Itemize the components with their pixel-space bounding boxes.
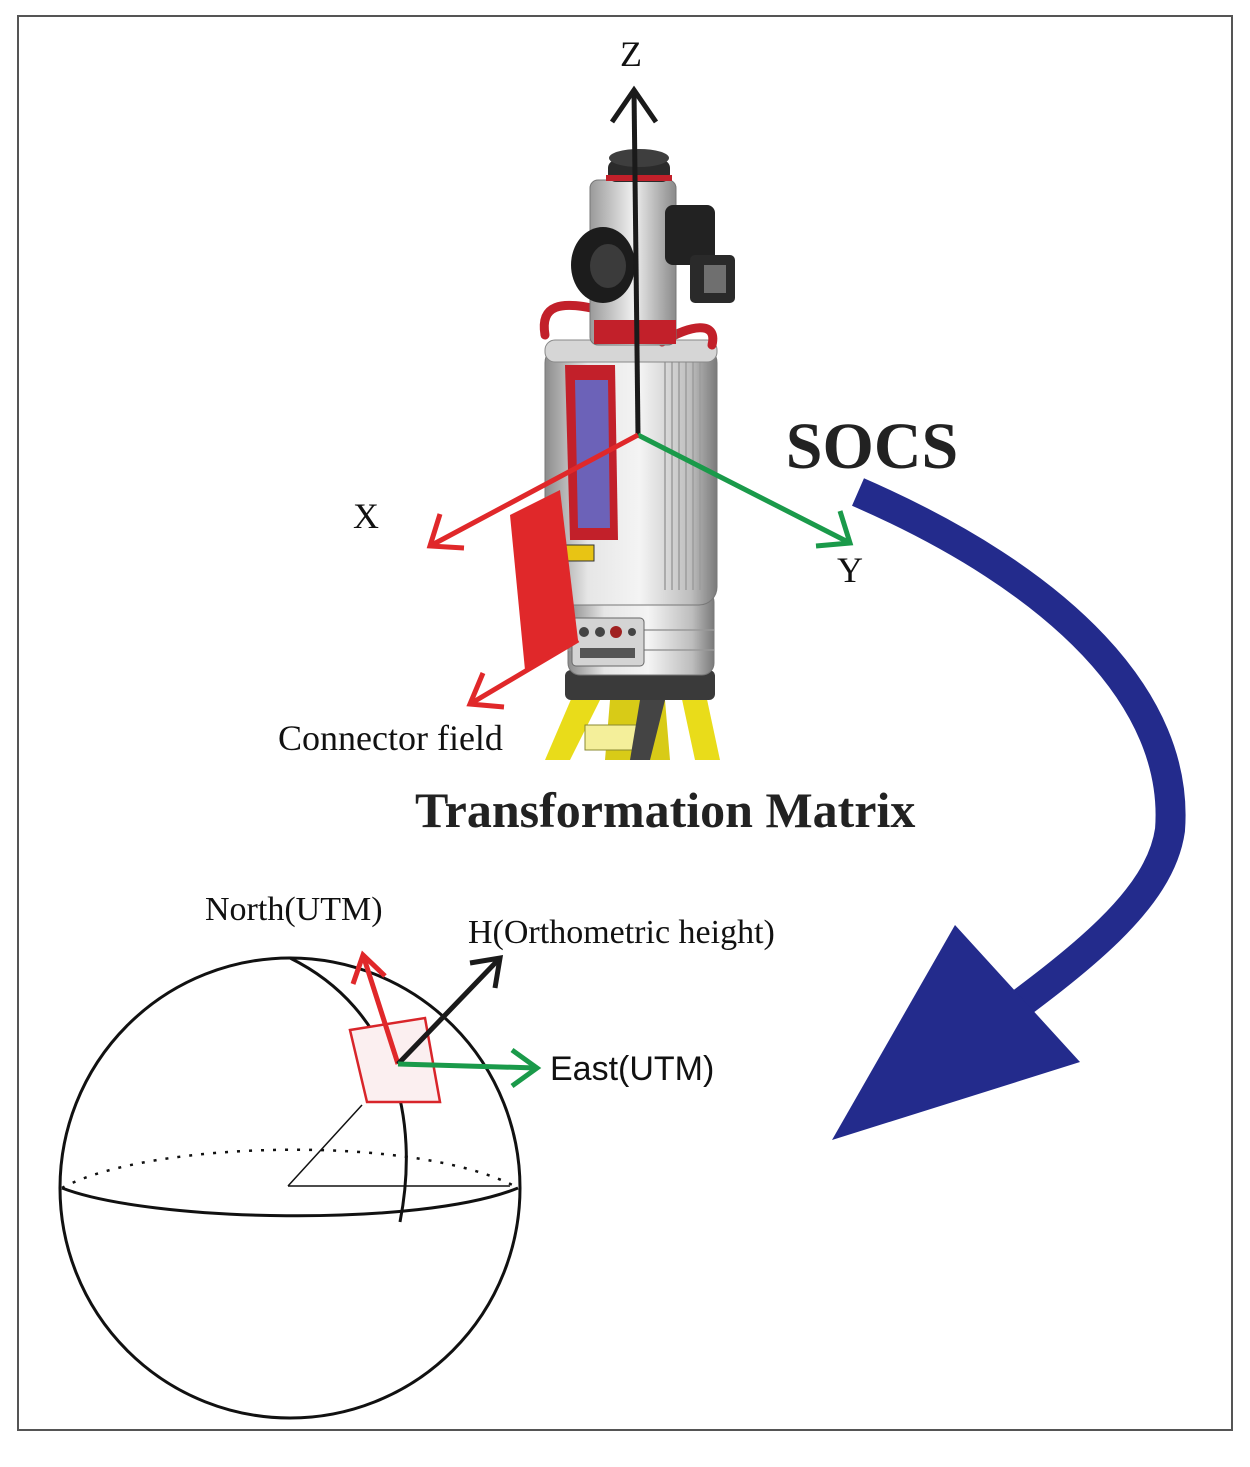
east-arrowhead	[510, 1047, 542, 1089]
equator-back	[61, 1148, 519, 1190]
north-label: North(UTM)	[205, 891, 383, 928]
transformation-matrix-label: Transformation Matrix	[415, 782, 915, 838]
z-axis-label: Z	[620, 34, 642, 74]
laser-scanner-image	[539, 149, 735, 760]
socs-label: SOCS	[786, 410, 958, 483]
equator-front	[61, 1186, 519, 1218]
height-arrowhead	[469, 954, 504, 989]
y-axis-label: Y	[837, 550, 863, 590]
connector-panel	[571, 617, 645, 667]
north-axis	[360, 954, 401, 1065]
enu-axes	[350, 950, 542, 1089]
connector-field-label: Connector field	[278, 718, 503, 758]
connector-arrowhead	[466, 672, 505, 710]
latitude-triangle	[287, 1104, 363, 1187]
x-arrowhead	[426, 513, 465, 551]
x-axis-label: X	[353, 496, 379, 536]
connector-field-plane	[510, 490, 578, 670]
transformation-arrowhead	[832, 925, 1080, 1140]
transformation-arrow	[832, 478, 1186, 1140]
socs-axes	[426, 85, 854, 710]
tripod	[545, 690, 720, 760]
y-axis	[636, 432, 852, 546]
height-label: H(Orthometric height)	[468, 914, 775, 951]
east-label: East(UTM)	[550, 1050, 714, 1088]
z-axis	[631, 89, 641, 436]
east-axis	[397, 1061, 538, 1071]
connector-field-arrow	[468, 637, 580, 707]
x-axis	[428, 432, 640, 549]
north-arrowhead	[350, 950, 387, 985]
height-axis	[396, 956, 502, 1066]
z-arrowhead	[609, 85, 659, 124]
y-arrowhead	[815, 510, 854, 549]
